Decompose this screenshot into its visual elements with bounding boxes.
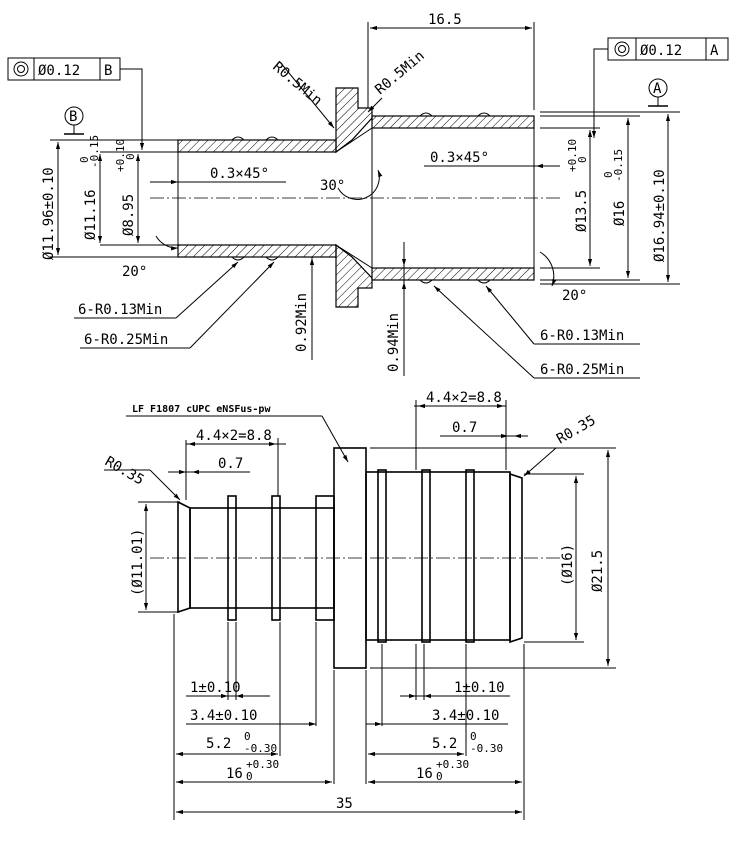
part-outline-right	[365, 469, 523, 644]
dim-d16-tol-lower: -0.15	[612, 149, 625, 182]
dim-16-5: 16.5	[367, 12, 535, 110]
gdt-left-tolerance: Ø0.12	[38, 63, 80, 79]
dim-d21-5-label: Ø21.5	[590, 550, 606, 592]
pitch-right-label: 4.4×2=8.8	[426, 390, 502, 406]
dim-34-left-label: 3.4±0.10	[190, 708, 257, 724]
label-r025-left: 6-R0.25Min	[84, 332, 168, 348]
dim-16-left-tol-lower: 0	[246, 770, 253, 783]
dim-16-right-tol-upper: +0.30	[436, 758, 469, 771]
dim-d16: Ø16	[612, 201, 628, 226]
w07-left-label: 0.7	[218, 456, 243, 472]
dims-bottom-right: 1±0.10 3.4±0.10 5.2 0 -0.30 16 +0.30 0	[366, 680, 522, 785]
label-094-min: 0.94Min	[386, 313, 402, 372]
dim-52-left-label: 5.2	[206, 736, 231, 752]
dim-d13-5-tol-lower: 0	[576, 156, 589, 163]
bottom-view: LF F1807 cUPC eNSFus-pw 4.4×2=8.8	[102, 390, 616, 820]
top-view: Ø0.12 B Ø0.12 A B A	[7, 12, 729, 379]
dim-d13-5: Ø13.5	[574, 190, 590, 232]
dim-d16-ref-label: (Ø16)	[560, 544, 576, 586]
dim-52-left-tol-lower: -0.30	[244, 742, 277, 755]
extension-lines	[173, 614, 525, 820]
dim-16-right-label: 16	[416, 766, 433, 782]
dim-d16-94: Ø16.94±0.10	[652, 169, 668, 262]
gdt-right-tolerance: Ø0.12	[640, 43, 682, 59]
dim-52-right-label: 5.2	[432, 736, 457, 752]
chamfer-left-label: 0.3×45°	[210, 166, 269, 182]
dim-52-left-tol-upper: 0	[244, 730, 251, 743]
dim-d11-01: (Ø11.01)	[130, 501, 180, 613]
dim-16-left-tol-upper: +0.30	[246, 758, 279, 771]
dim-52-right-tol-upper: 0	[470, 730, 477, 743]
barbs	[231, 112, 491, 284]
dim-d8-95-tol-upper: +0.10	[114, 139, 127, 172]
angle-20-left-label: 20°	[122, 264, 147, 280]
label-092-min: 0.92Min	[294, 293, 310, 352]
dim-16-left-label: 16	[226, 766, 243, 782]
dim-d11-96: Ø11.96±0.10	[41, 167, 57, 260]
datum-b-symbol: B	[64, 106, 84, 135]
label-r013-left: 6-R0.13Min	[78, 302, 162, 318]
gdt-frame-right: Ø0.12 A	[591, 37, 729, 138]
left-diameters: Ø11.96±0.10 Ø11.16 0 -0.15 Ø8.95 +0.10 0	[41, 135, 178, 260]
dims-top-left: 4.4×2=8.8 0.7 R0.35	[102, 428, 286, 501]
dim-16-5-label: 16.5	[428, 12, 462, 28]
angle-30-label: 30°	[320, 178, 345, 194]
dim-16-right-tol-lower: 0	[436, 770, 443, 783]
label-r025-right: 6-R0.25Min	[540, 362, 624, 378]
radius-right-label: R0.5Min	[372, 48, 427, 98]
dim-34-right-label: 3.4±0.10	[432, 708, 499, 724]
dim-d13-5-tol-upper: +0.10	[566, 139, 579, 172]
right-diameters: Ø13.5 +0.10 0 Ø16 0 -0.15 Ø16.94±0.10	[540, 111, 680, 285]
dim-35: 35	[176, 796, 522, 815]
dim-d11-01-label: (Ø11.01)	[130, 529, 146, 596]
pitch-left-label: 4.4×2=8.8	[196, 428, 272, 444]
datum-b-label: B	[69, 109, 77, 125]
dim-1-right-label: 1±0.10	[454, 680, 505, 696]
gdt-left-datum: B	[104, 63, 112, 79]
dims-top-right: 4.4×2=8.8 0.7 R0.35	[414, 390, 599, 477]
angle-20-right-label: 20°	[562, 288, 587, 304]
dim-right-diameters: (Ø16) Ø21.5	[370, 447, 616, 669]
r035-right-label: R0.35	[554, 413, 599, 448]
dim-d8-95: Ø8.95	[121, 194, 137, 236]
dim-52-right-tol-lower: -0.30	[470, 742, 503, 755]
dim-35-label: 35	[336, 796, 353, 812]
datum-a-symbol: A	[648, 78, 668, 107]
dim-d11-16-tol-upper: 0	[78, 156, 91, 163]
dims-bottom-left: 1±0.10 3.4±0.10 5.2 0 -0.30 16 +0.30 0	[176, 680, 332, 785]
r035-left-label: R0.35	[102, 454, 147, 489]
radius-left-label: R0.5Min	[269, 59, 324, 109]
dim-d16-tol-upper: 0	[602, 171, 615, 178]
dim-d8-95-tol-lower: 0	[124, 153, 137, 160]
marking-text: LF F1807 cUPC eNSFus-pw	[132, 404, 271, 415]
section-walls	[177, 87, 535, 308]
datum-a-label: A	[653, 81, 662, 97]
chamfer-right-label: 0.3×45°	[430, 150, 489, 166]
leaders-bottom-right: 6-R0.13Min 6-R0.25Min	[433, 285, 640, 379]
leaders-bottom-left: 6-R0.13Min 6-R0.25Min 0.92Min 0.94Min	[74, 242, 407, 376]
label-r013-right: 6-R0.13Min	[540, 328, 624, 344]
dim-d11-16: Ø11.16	[83, 189, 99, 240]
w07-right-label: 0.7	[452, 420, 477, 436]
gdt-right-datum: A	[710, 43, 719, 59]
gdt-frame-left: Ø0.12 B	[7, 57, 145, 150]
dim-d11-16-tol-lower: -0.15	[88, 135, 101, 168]
dim-1-left-label: 1±0.10	[190, 680, 241, 696]
